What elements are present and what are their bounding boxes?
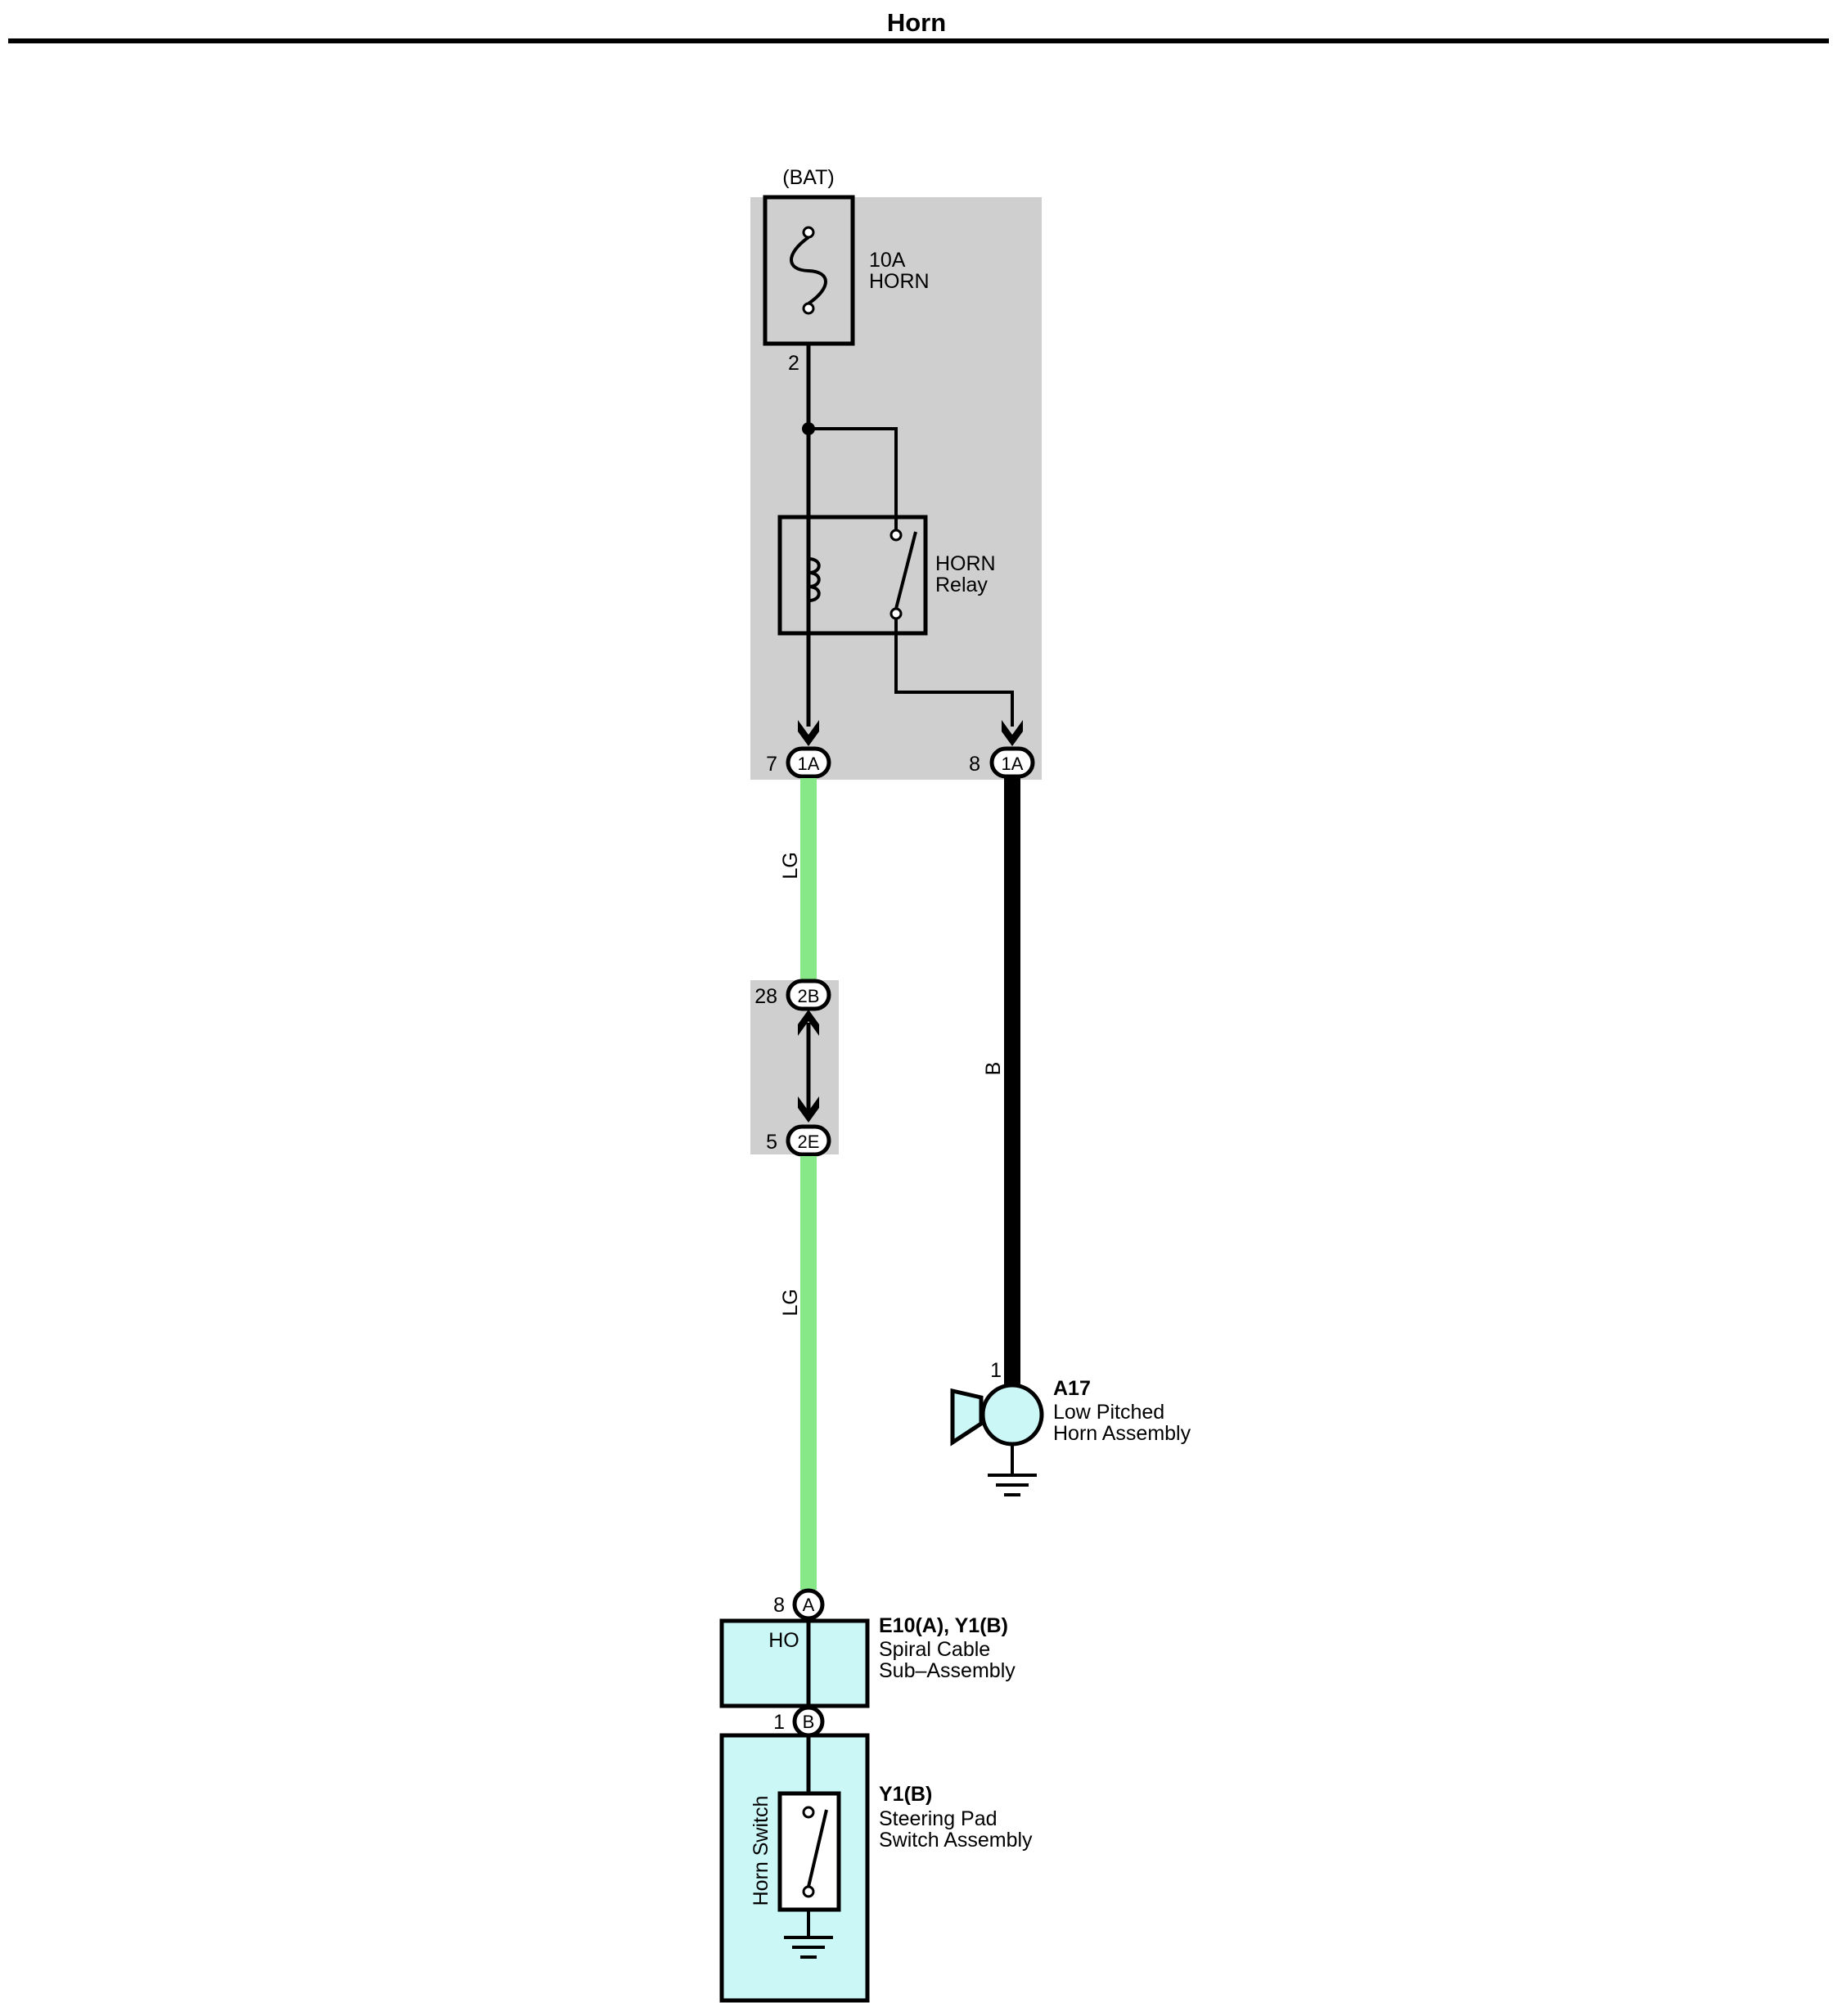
fuse-10a-horn [763, 195, 855, 346]
horn-switch-contact-icon [807, 1809, 828, 1888]
arrow-down-into-2e [798, 1096, 819, 1123]
spiral-line2-label: Sub–Assembly [879, 1659, 1016, 1682]
svg-text:B: B [803, 1712, 815, 1732]
svg-text:A: A [803, 1595, 815, 1615]
horn-switch-label: Horn Switch [750, 1796, 772, 1906]
horn-line2-label: Horn Assembly [1053, 1422, 1191, 1445]
title-rule [8, 38, 1829, 43]
horn-line1-label: Low Pitched [1053, 1401, 1164, 1424]
connector-spiral-a: A [792, 1588, 825, 1621]
steering-ground-icon [784, 1936, 833, 1959]
relay-contact-feed-wire [808, 427, 898, 530]
spiral-line1-label: Spiral Cable [879, 1638, 990, 1661]
page-title: Horn [887, 8, 946, 37]
connector-1a-right: 1A [989, 746, 1035, 779]
relay-output-wire [894, 619, 1014, 727]
svg-text:1A: 1A [798, 754, 820, 774]
arrow-into-1a-right [1002, 720, 1023, 746]
wire-lg-lower-label: LG [779, 1289, 802, 1316]
spiral-terminal-ho: HO [768, 1629, 799, 1652]
connector-2b-pin: 28 [754, 985, 777, 1008]
junction-block-lower [750, 980, 839, 1154]
connector-spiral-b: B [792, 1705, 825, 1738]
horn-icon [950, 1383, 1044, 1496]
relay-coil-icon [808, 557, 821, 602]
steering-code-label: Y1(B) [879, 1783, 932, 1806]
fuse-pin-label: 2 [788, 352, 799, 375]
spiral-cable-box [719, 1618, 870, 1708]
svg-text:1A: 1A [1002, 754, 1024, 774]
svg-text:2E: 2E [798, 1132, 820, 1152]
arrow-into-1a-left [798, 720, 819, 746]
svg-text:2B: 2B [798, 986, 820, 1006]
relay-type-label: Relay [935, 574, 988, 596]
wire-lg-upper-label: LG [779, 852, 802, 879]
connector-2e-pin: 5 [766, 1131, 777, 1154]
connector-2e: 2E [786, 1124, 831, 1157]
wire-b-label: B [982, 1062, 1005, 1076]
steering-line2-label: Switch Assembly [879, 1829, 1033, 1852]
connector-spiral-b-pin: 1 [773, 1711, 785, 1734]
horn-code-label: A17 [1053, 1377, 1091, 1400]
connector-1a-left-pin: 7 [766, 753, 777, 776]
connector-2b: 2B [786, 979, 831, 1011]
connector-spiral-a-pin: 8 [773, 1594, 785, 1617]
fuse-name-label: HORN [869, 270, 930, 293]
connector-1a-left: 1A [786, 746, 831, 779]
steering-line1-label: Steering Pad [879, 1807, 998, 1830]
horn-pin-label: 1 [990, 1359, 1002, 1382]
relay-name-label: HORN [935, 552, 996, 575]
connector-1a-right-pin: 8 [969, 753, 980, 776]
spiral-code-label: E10(A), Y1(B) [879, 1614, 1008, 1637]
relay-switch-contact-icon [894, 531, 917, 610]
horn-relay [777, 515, 928, 636]
fuse-amp-label: 10A [869, 249, 906, 272]
arrow-up-into-2b [798, 1010, 819, 1036]
battery-source-label: (BAT) [782, 166, 834, 189]
